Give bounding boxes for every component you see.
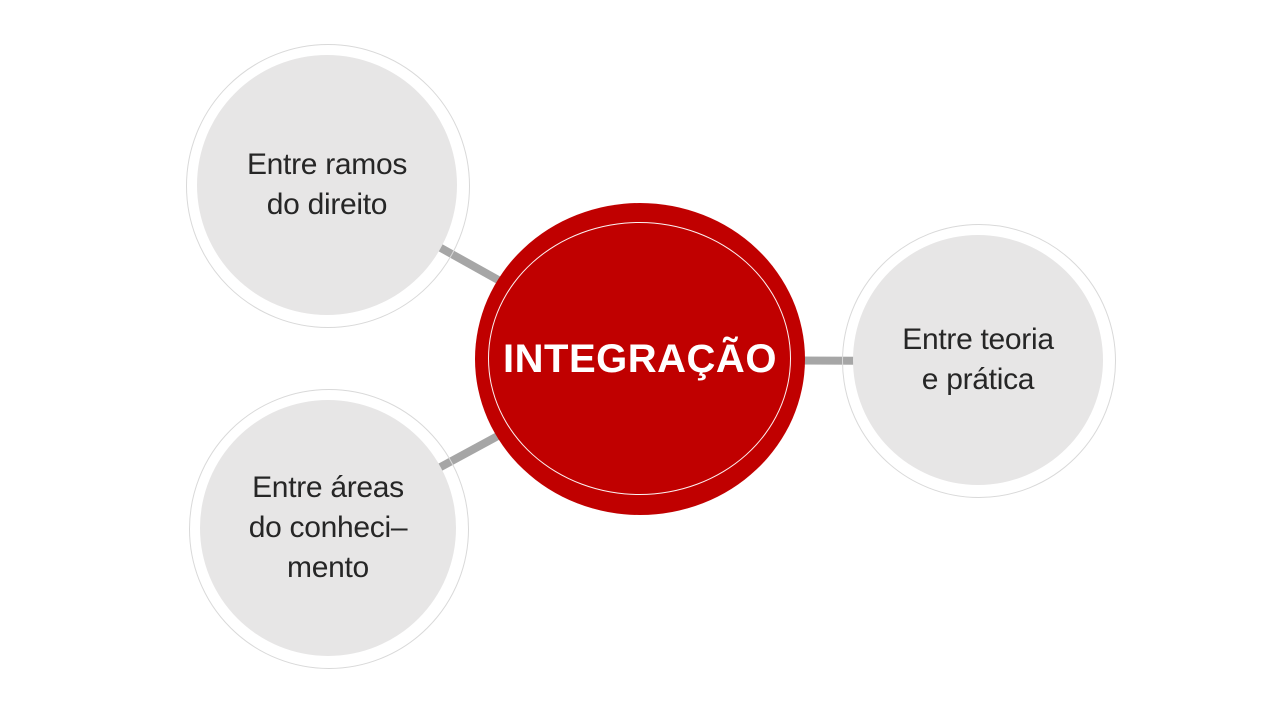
node-circle-entre-teoria: Entre teoria e prática [853,235,1103,485]
node-circle-entre-ramos: Entre ramos do direito [197,55,457,315]
node-label-entre-areas: Entre áreas do conheci– mento [248,471,408,584]
node-label-entre-teoria: Entre teoria e prática [902,323,1054,396]
center-node-circle: INTEGRAÇÃO [475,203,805,515]
center-node-label: INTEGRAÇÃO [503,336,777,381]
node-label-entre-ramos: Entre ramos do direito [246,148,408,221]
outer-ring-bottom-left [189,389,469,669]
outer-ring-top-left [186,44,470,328]
outer-ring-right [842,224,1116,498]
node-circle-entre-areas: Entre áreas do conheci– mento [200,400,456,656]
